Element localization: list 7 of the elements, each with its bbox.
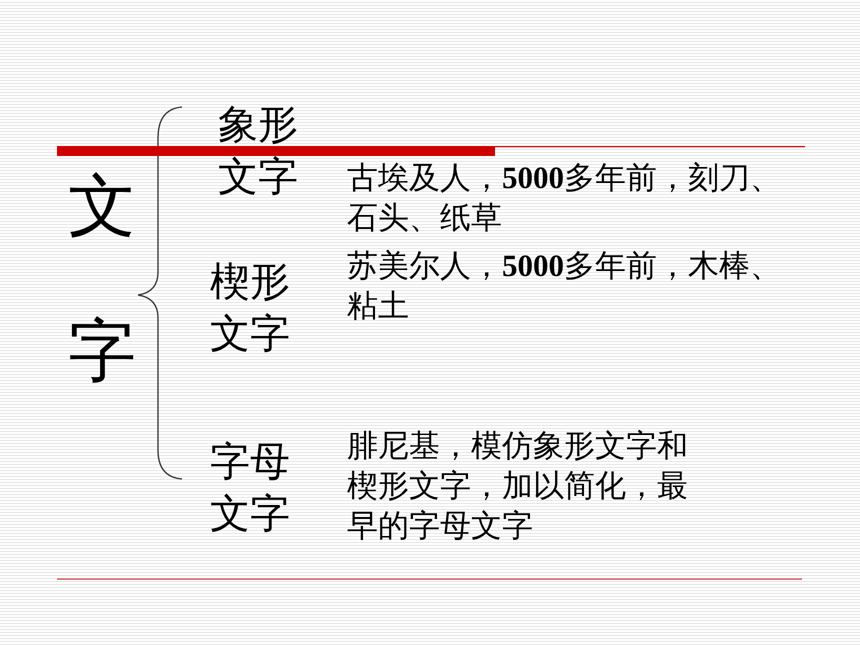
description-text: 腓尼基，模仿象形文字和楔形文字，加以简化，最早的字母文字 — [347, 427, 689, 545]
category-label: 字母文字 — [210, 438, 291, 538]
description-text: 古埃及人，5000多年前，刻刀、石头、纸草 — [347, 159, 782, 237]
topic-label: 文字 — [68, 167, 136, 391]
description-text: 苏美尔人，5000多年前，木棒、粘土 — [347, 247, 782, 325]
category-label: 象形文字 — [218, 101, 299, 201]
category-label: 楔形文字 — [210, 258, 291, 358]
